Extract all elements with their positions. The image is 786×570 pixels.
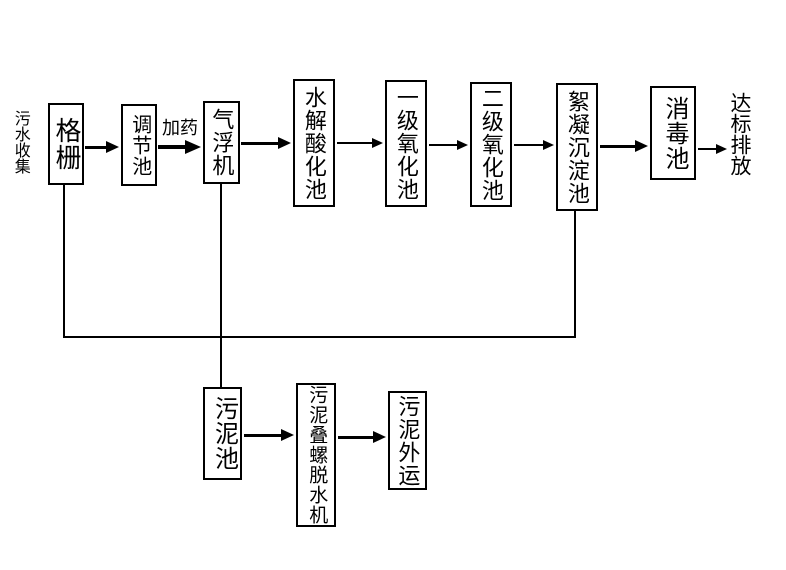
node-flocculation-sedimentation-tank: 絮凝沉淀池 bbox=[556, 83, 598, 211]
sludge-line-from-flocculation bbox=[574, 211, 576, 338]
node-sludge-tank: 污泥池 bbox=[203, 387, 242, 480]
arrow-flocculation-to-disinfection bbox=[600, 140, 648, 152]
sludge-line-from-bar-screen bbox=[63, 185, 65, 338]
dosing-label: 加药 bbox=[162, 118, 198, 138]
arrow-hydrolysis-to-primary bbox=[337, 138, 383, 148]
node-regulating-tank: 调节池 bbox=[121, 104, 157, 186]
node-bar-screen: 格栅 bbox=[48, 103, 84, 185]
node-disinfection-tank: 消毒池 bbox=[650, 86, 696, 180]
outflow-label: 达标排放 bbox=[728, 92, 753, 176]
arrow-dewatering-to-outbound bbox=[338, 431, 386, 443]
arrow-secondary-to-flocculation bbox=[514, 140, 554, 150]
arrow-primary-to-secondary bbox=[429, 140, 468, 150]
sludge-collector-horizontal-line bbox=[63, 336, 576, 338]
arrow-screen-to-regulating bbox=[85, 141, 119, 153]
arrow-sludge-tank-to-dewatering bbox=[244, 429, 294, 441]
arrow-disinfection-to-discharge bbox=[698, 144, 727, 154]
node-secondary-oxidation-tank: 二级氧化池 bbox=[470, 82, 512, 207]
node-primary-oxidation-tank: 一级氧化池 bbox=[385, 80, 427, 207]
node-sludge-screw-dewatering-machine: 污泥叠螺脱水机 bbox=[296, 383, 336, 527]
node-air-flotation-machine: 气浮机 bbox=[203, 101, 240, 184]
inflow-label: 污水收集 bbox=[11, 110, 29, 174]
arrow-regulating-to-flotation bbox=[158, 140, 201, 154]
sludge-line-from-air-flotation bbox=[220, 184, 222, 387]
node-hydrolysis-acidification-tank: 水解酸化池 bbox=[293, 79, 335, 207]
arrow-flotation-to-hydrolysis bbox=[241, 137, 291, 149]
node-sludge-outbound: 污泥外运 bbox=[388, 391, 427, 490]
